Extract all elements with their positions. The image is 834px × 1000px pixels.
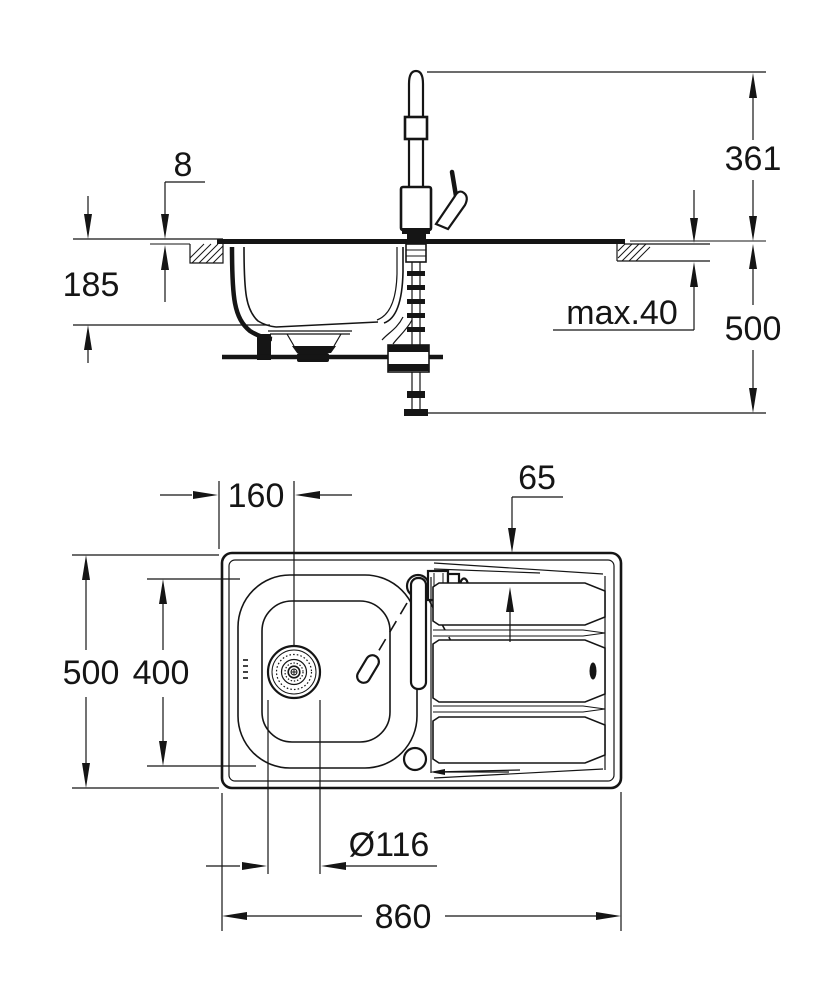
dim-faucet-height: 361	[725, 73, 782, 241]
dim-label-faucet-offset: 65	[518, 459, 556, 497]
accessory-hole	[402, 746, 428, 772]
dim-drain-diameter: Ø116	[206, 700, 437, 874]
dim-label-drain-offset: 160	[228, 477, 285, 515]
dim-overall-length: 860	[221, 792, 622, 936]
dim-label-faucet-height: 361	[725, 140, 782, 178]
dim-drain-offset: 160	[160, 477, 352, 645]
top-dimensions: 160 65 500	[63, 459, 622, 936]
dim-label-bowl-width: 400	[133, 654, 190, 692]
top-outline	[220, 551, 623, 790]
dim-label-overall-depth: 500	[63, 654, 120, 692]
side-faucet	[399, 69, 468, 346]
hatch-left	[189, 243, 224, 264]
dim-label-below-counter: 500	[725, 310, 782, 348]
top-drainboard	[430, 562, 606, 779]
side-counter	[73, 238, 766, 264]
side-view: 8 185 361 500	[63, 69, 782, 416]
dim-overall-depth: 500	[63, 554, 219, 789]
side-plumbing	[381, 316, 430, 416]
dim-label-drain-diameter: Ø116	[349, 826, 430, 864]
spout-position-left	[356, 654, 380, 684]
top-drain-strainer	[266, 644, 322, 700]
spout-front	[409, 576, 428, 691]
dim-flange-height: 8	[161, 146, 205, 302]
dim-counter-thickness: max.40	[553, 190, 698, 332]
side-bowl	[222, 246, 443, 362]
dim-bowl-width: 400	[133, 578, 256, 767]
dim-label-bowl-depth: 185	[63, 266, 120, 304]
dim-label-overall-length: 860	[375, 898, 432, 936]
slope-arrow	[430, 769, 445, 775]
dim-faucet-offset: 65	[506, 459, 563, 642]
dim-bowl-depth: 185	[63, 196, 120, 363]
top-bowl	[237, 574, 418, 769]
dim-below-counter: 500	[725, 244, 782, 413]
top-view: 160 65 500	[63, 459, 623, 936]
hatch-right	[617, 243, 651, 262]
dim-label-flange-height: 8	[174, 146, 193, 184]
dim-label-counter-thickness: max.40	[566, 294, 678, 332]
side-dimensions: 8 185 361 500	[63, 71, 782, 414]
